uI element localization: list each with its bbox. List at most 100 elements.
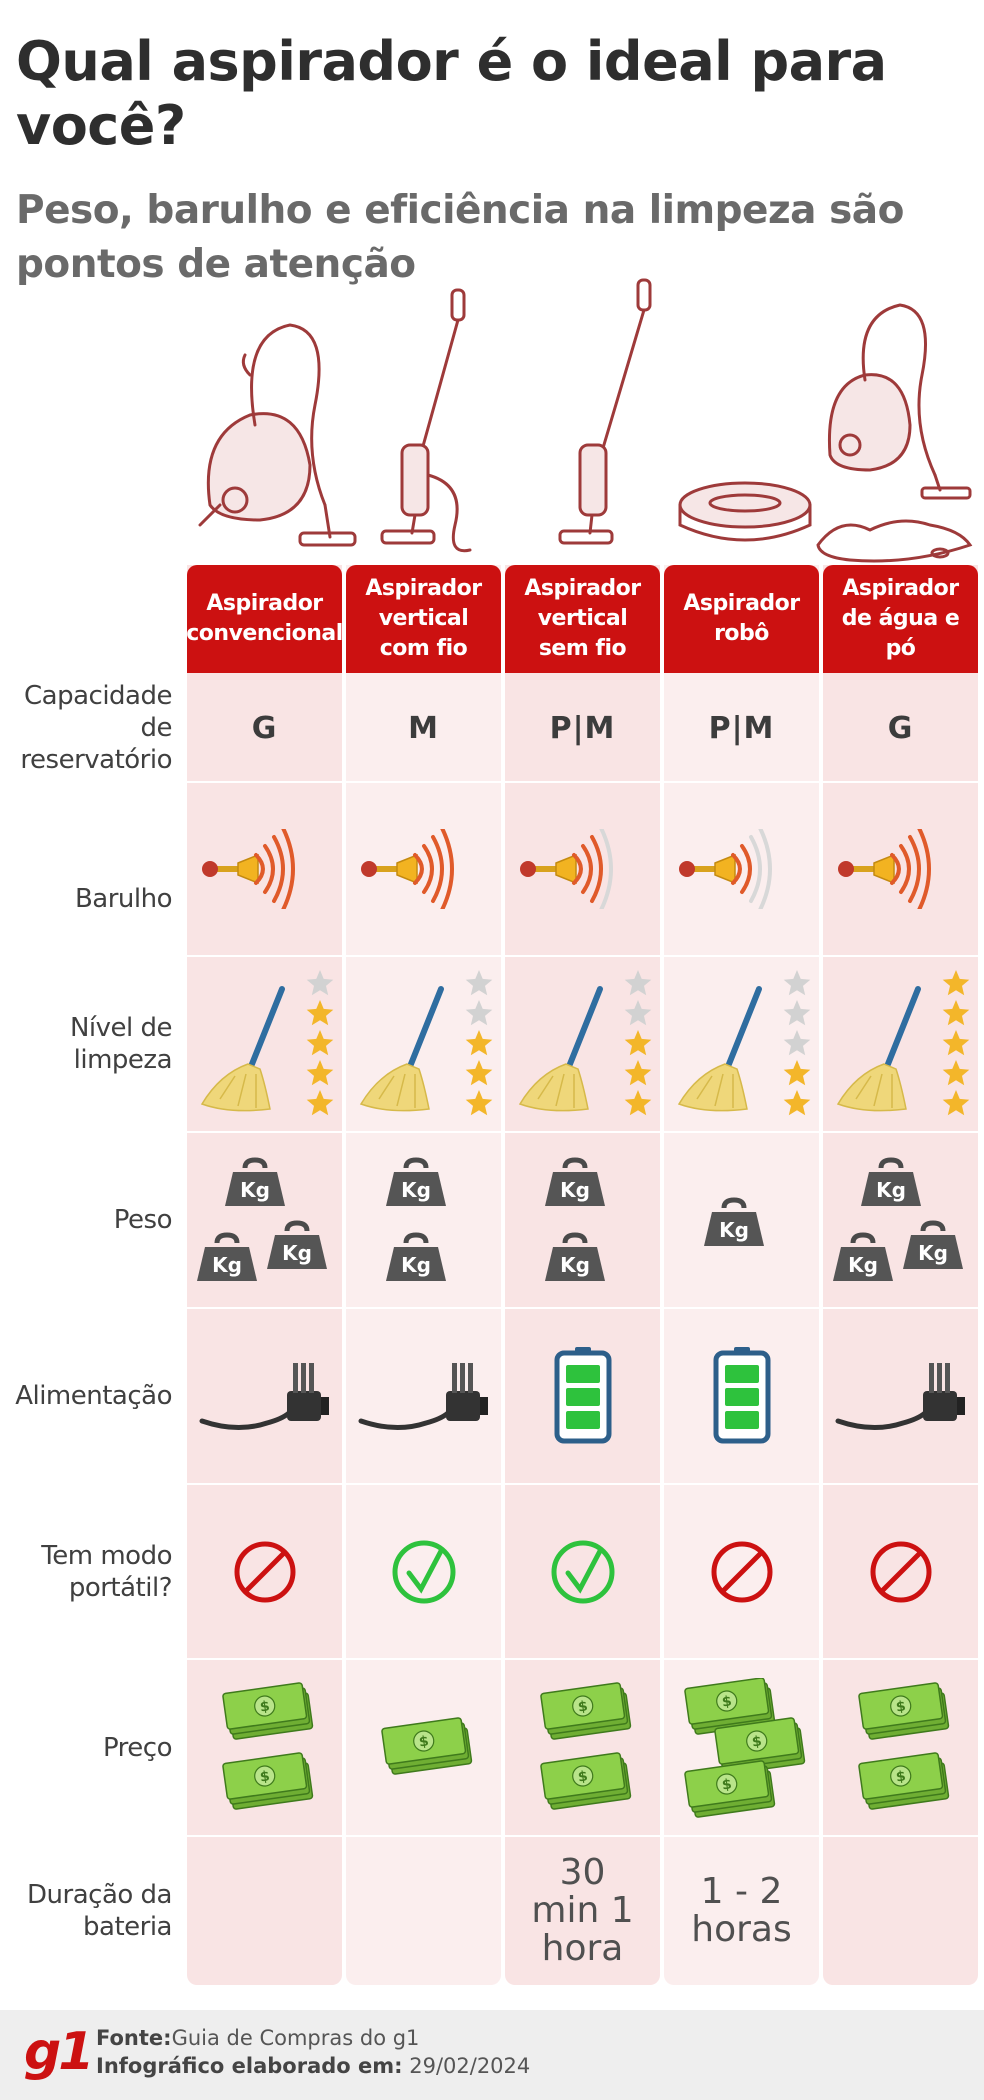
cleaning-cell [823,957,978,1131]
price-icon: $ $ $ $ $ $ [221,1681,313,1810]
no-icon [234,1541,295,1602]
star-icon [624,1060,651,1086]
kg-weight-icon: Kg [196,1232,257,1281]
row-divider [12,1835,978,1837]
row-divider [12,781,978,783]
star-icon [942,1060,969,1086]
date-value: 29/02/2024 [409,2054,531,2078]
price-cell: $ $ $ $ $ $ [505,1660,660,1835]
svg-text:$: $ [576,1698,588,1715]
row-label-portable: Tem modo portátil? [41,1540,172,1603]
svg-text:Kg: Kg [560,1253,590,1277]
star-icon [465,1030,492,1056]
star-icon [306,1090,333,1116]
broom-icon [200,1063,271,1112]
star-icon [306,1000,333,1026]
column-header-convencional: Aspirador convencional [186,565,343,673]
speaker-icon [201,829,295,909]
svg-text:$: $ [720,1693,732,1710]
conventional-vacuum-illustration [180,275,360,565]
weight-icon: Kg Kg Kg [196,1157,327,1281]
star-icon [942,970,969,996]
svg-text:Kg: Kg [212,1253,242,1277]
row-divider [12,1658,978,1660]
svg-text:$: $ [576,1768,588,1785]
weight-icon: Kg Kg Kg [832,1157,963,1281]
star-icon [783,1000,810,1026]
weight-cell: Kg Kg Kg [823,1133,978,1307]
row-label-price: Preço [102,1732,173,1763]
cleaning-icon [359,970,492,1116]
power-cell [187,1309,342,1483]
svg-text:$: $ [258,1768,270,1785]
svg-text:$: $ [750,1733,762,1750]
svg-text:Kg: Kg [560,1178,590,1202]
money-icon: $ $ $ [539,1751,631,1810]
portable-cell [346,1485,501,1658]
battery-duration: 1 - 2 horas [691,1871,792,1950]
speaker-icon [360,829,454,909]
no-icon [870,1541,931,1602]
portable-cell [823,1485,978,1658]
money-icon: $ $ $ [221,1751,313,1810]
row-label-battery: Duração da bateria [27,1880,172,1942]
portable-cell [664,1485,819,1658]
capacity-value: G [251,710,278,746]
star-icon [783,970,810,996]
kg-weight-icon: Kg [385,1232,446,1281]
price-icon: $ $ $ $ $ $ [539,1681,631,1810]
row-label-cleaning: Nível de limpeza [69,1013,173,1075]
row-divider [12,1131,978,1133]
kg-weight-icon: Kg [224,1157,285,1206]
row-divider [12,955,978,957]
source-label: Fonte: [96,2026,172,2050]
check-icon [392,1540,455,1603]
page-title: Qual aspirador é o ideal para você? [16,30,887,157]
row-divider [12,1483,978,1485]
cleaning-cell [187,957,342,1131]
broom-icon [677,1063,748,1112]
source-line: Fonte:Guia de Compras do g1 [96,2026,419,2050]
column-header-robo: Aspirador robô [664,565,819,673]
star-icon [624,1090,651,1116]
star-icon [783,1030,810,1056]
svg-text:Kg: Kg [282,1241,312,1265]
star-icon [942,1000,969,1026]
money-icon: $ $ $ [539,1681,631,1740]
row-label-power: Alimentação [15,1381,172,1411]
date-label: Infográfico elaborado em: [96,2054,403,2078]
money-icon: $ $ $ [857,1751,949,1810]
weight-icon: Kg Kg [385,1157,446,1281]
price-icon: $ $ $ $ $ $ [857,1681,949,1810]
money-icon: $ $ $ [221,1681,313,1740]
capacity-value: G [887,710,914,746]
kg-weight-icon: Kg [860,1157,921,1206]
footer [0,2010,984,2100]
svg-text:Kg: Kg [401,1253,431,1277]
price-icon: $ $ $ $ $ $ $ $ [683,1677,805,1818]
star-icon [624,1030,651,1056]
speaker-icon [837,829,931,909]
money-icon: $ $ $ [857,1681,949,1740]
column-header-vertical-com-fio: Aspirador vertical com fio [346,565,501,673]
wet-dry-vacuum-illustration [810,275,980,565]
weight-icon: Kg Kg [544,1157,605,1281]
svg-text:$: $ [894,1698,906,1715]
star-icon [465,970,492,996]
battery-duration: 30 min 1 hora [531,1852,634,1969]
cleaning-cell [664,957,819,1131]
svg-text:$: $ [258,1698,270,1715]
price-icon: $ $ $ [380,1716,472,1775]
column-header-vertical-sem-fio: Aspirador vertical sem fio [505,565,660,673]
cleaning-icon [518,970,651,1116]
weight-cell: Kg Kg Kg [187,1133,342,1307]
svg-text:Kg: Kg [876,1178,906,1202]
kg-weight-icon: Kg [703,1197,764,1246]
cleaning-cell [346,957,501,1131]
cordless-stick-vacuum-illustration [550,275,665,565]
noise-cell [823,783,978,955]
row-label-weight: Peso [113,1205,173,1235]
svg-text:Kg: Kg [918,1241,948,1265]
star-icon [465,1090,492,1116]
star-icon [306,1030,333,1056]
